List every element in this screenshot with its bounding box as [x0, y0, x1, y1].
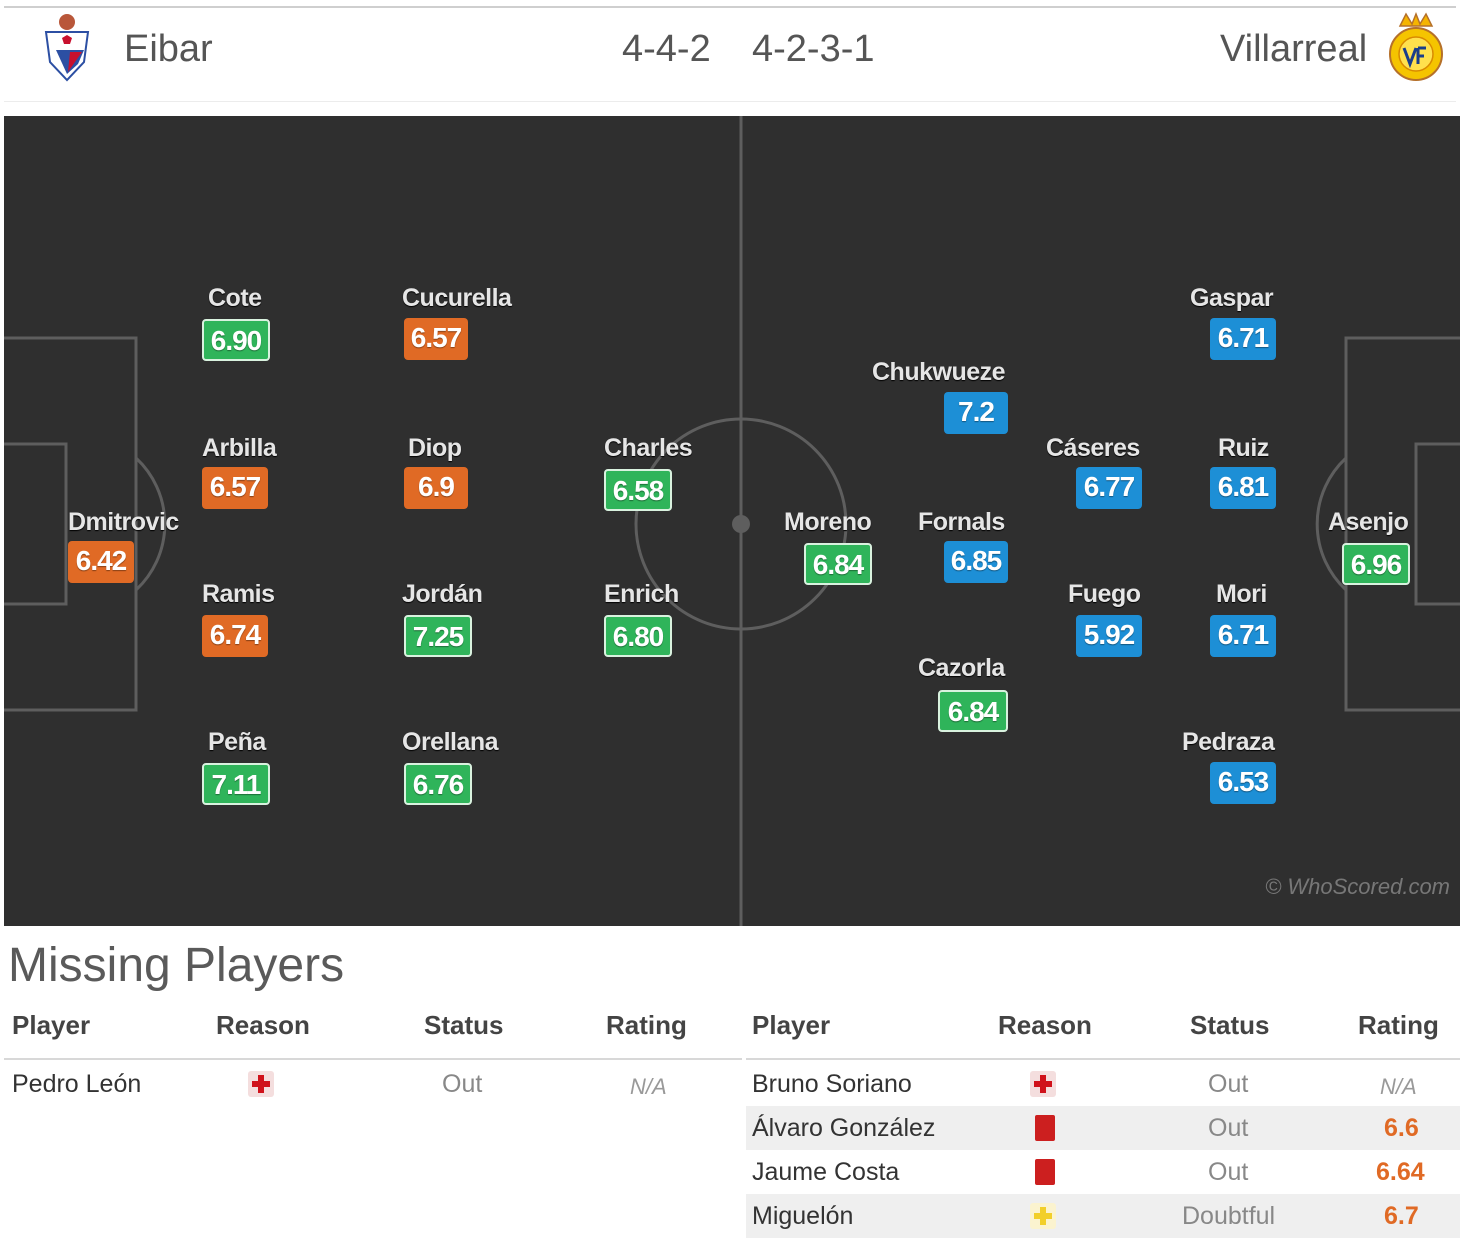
player-name-moreno[interactable]: Moreno [784, 508, 872, 536]
col-header-player: Player [12, 1010, 91, 1040]
col-header-reason: Reason [216, 1010, 310, 1040]
player-name-pedraza[interactable]: Pedraza [1182, 728, 1275, 756]
doubtful-cross-icon [1030, 1203, 1056, 1229]
player-name-fornals[interactable]: Fornals [918, 508, 1005, 536]
player-rating-enrich: 6.80 [604, 615, 672, 657]
player-name-dmitrovic[interactable]: Dmitrovic [68, 508, 179, 536]
player-name-chukwueze[interactable]: Chukwueze [872, 358, 1006, 386]
table-row: Bruno Soriano Out N/A [746, 1062, 1460, 1106]
home-team-name[interactable]: Eibar [124, 28, 213, 70]
player-name-charles[interactable]: Charles [604, 434, 693, 462]
missing-rating: N/A [1380, 1074, 1417, 1099]
player-rating-dmitrovic: 6.42 [68, 541, 134, 583]
match-header: Eibar 4-4-2 4-2-3-1 Villarreal [4, 6, 1456, 102]
player-rating-pena: 7.11 [202, 763, 270, 805]
player-rating-chukwueze: 7.2 [944, 392, 1008, 434]
table-row: Jaume Costa Out 6.64 [746, 1150, 1460, 1194]
player-rating-asenjo: 6.96 [1342, 543, 1410, 585]
injury-cross-icon [248, 1071, 274, 1097]
missing-players-title: Missing Players [8, 939, 345, 992]
missing-player-name[interactable]: Pedro León [12, 1070, 142, 1098]
injury-cross-icon [1030, 1071, 1056, 1097]
missing-status: Doubtful [1182, 1202, 1276, 1230]
player-name-asenjo[interactable]: Asenjo [1328, 508, 1409, 536]
player-name-enrich[interactable]: Enrich [604, 580, 679, 608]
missing-rating: 6.6 [1384, 1114, 1419, 1142]
villarreal-crest-icon [1389, 12, 1443, 81]
player-rating-orellana: 6.76 [404, 763, 472, 805]
watermark: © WhoScored.com [1265, 874, 1450, 899]
missing-status: Out [1208, 1070, 1249, 1098]
col-header-status: Status [424, 1010, 504, 1040]
player-rating-pedraza: 6.53 [1210, 762, 1276, 804]
table-row: Álvaro González Out 6.6 [746, 1106, 1460, 1150]
missing-player-name[interactable]: Álvaro González [752, 1114, 936, 1142]
player-rating-ramis: 6.74 [202, 615, 268, 657]
missing-player-name[interactable]: Jaume Costa [752, 1158, 900, 1186]
red-card-icon [1035, 1159, 1055, 1185]
player-rating-diop: 6.9 [404, 467, 468, 509]
table-row: Miguelón Doubtful 6.7 [746, 1194, 1460, 1238]
player-rating-fuego: 5.92 [1076, 615, 1142, 657]
player-rating-caseres: 6.77 [1076, 467, 1142, 509]
player-name-mori[interactable]: Mori [1216, 580, 1267, 608]
missing-rating: 6.64 [1376, 1158, 1425, 1186]
away-missing-table: Player Reason Status Rating Bruno Sorian… [746, 1010, 1460, 1250]
player-name-cazorla[interactable]: Cazorla [918, 654, 1005, 682]
player-name-caseres[interactable]: Cáseres [1046, 434, 1140, 462]
col-header-rating: Rating [606, 1010, 687, 1040]
missing-rating: 6.7 [1384, 1202, 1419, 1230]
player-name-gaspar[interactable]: Gaspar [1190, 284, 1274, 312]
missing-status: Out [1208, 1158, 1249, 1186]
home-missing-table: Player Reason Status Rating Pedro León O… [4, 1010, 742, 1230]
player-rating-arbilla: 6.57 [202, 467, 268, 509]
red-card-icon [1035, 1115, 1055, 1141]
col-header-status: Status [1190, 1010, 1270, 1040]
player-rating-moreno: 6.84 [804, 543, 872, 585]
away-formation: 4-2-3-1 [752, 28, 875, 70]
player-rating-cazorla: 6.84 [938, 690, 1008, 732]
col-header-rating: Rating [1358, 1010, 1439, 1040]
col-header-reason: Reason [998, 1010, 1092, 1040]
player-name-orellana[interactable]: Orellana [402, 728, 499, 756]
player-rating-jordan: 7.25 [404, 615, 472, 657]
player-name-jordan[interactable]: Jordán [402, 580, 483, 608]
player-name-arbilla[interactable]: Arbilla [202, 434, 277, 462]
missing-status: Out [442, 1070, 483, 1098]
col-header-player: Player [752, 1010, 831, 1040]
player-name-cucurella[interactable]: Cucurella [402, 284, 512, 312]
away-team-name[interactable]: Villarreal [1220, 28, 1368, 70]
player-name-pena[interactable]: Peña [208, 728, 266, 756]
missing-rating: N/A [630, 1074, 667, 1099]
header-divider [4, 1058, 742, 1060]
home-formation: 4-4-2 [622, 28, 711, 70]
table-row: Pedro León Out N/A [4, 1062, 742, 1106]
player-rating-ruiz: 6.81 [1210, 467, 1276, 509]
missing-player-name[interactable]: Bruno Soriano [752, 1070, 912, 1098]
eibar-crest-icon [44, 14, 90, 82]
player-rating-mori: 6.71 [1210, 615, 1276, 657]
player-name-fuego[interactable]: Fuego [1068, 580, 1141, 608]
player-name-cote[interactable]: Cote [208, 284, 262, 312]
player-rating-fornals: 6.85 [944, 541, 1008, 583]
player-rating-cote: 6.90 [202, 319, 270, 361]
player-name-ramis[interactable]: Ramis [202, 580, 275, 608]
pitch: Cote 6.90 Cucurella 6.57 Arbilla 6.57 Di… [4, 116, 1460, 926]
missing-player-name[interactable]: Miguelón [752, 1202, 854, 1230]
player-rating-gaspar: 6.71 [1210, 318, 1276, 360]
player-rating-charles: 6.58 [604, 469, 672, 511]
player-name-diop[interactable]: Diop [408, 434, 462, 462]
player-name-ruiz[interactable]: Ruiz [1218, 434, 1269, 462]
pitch-lines [4, 116, 1460, 926]
missing-status: Out [1208, 1114, 1249, 1142]
player-rating-cucurella: 6.57 [404, 318, 468, 360]
header-divider [746, 1058, 1460, 1060]
